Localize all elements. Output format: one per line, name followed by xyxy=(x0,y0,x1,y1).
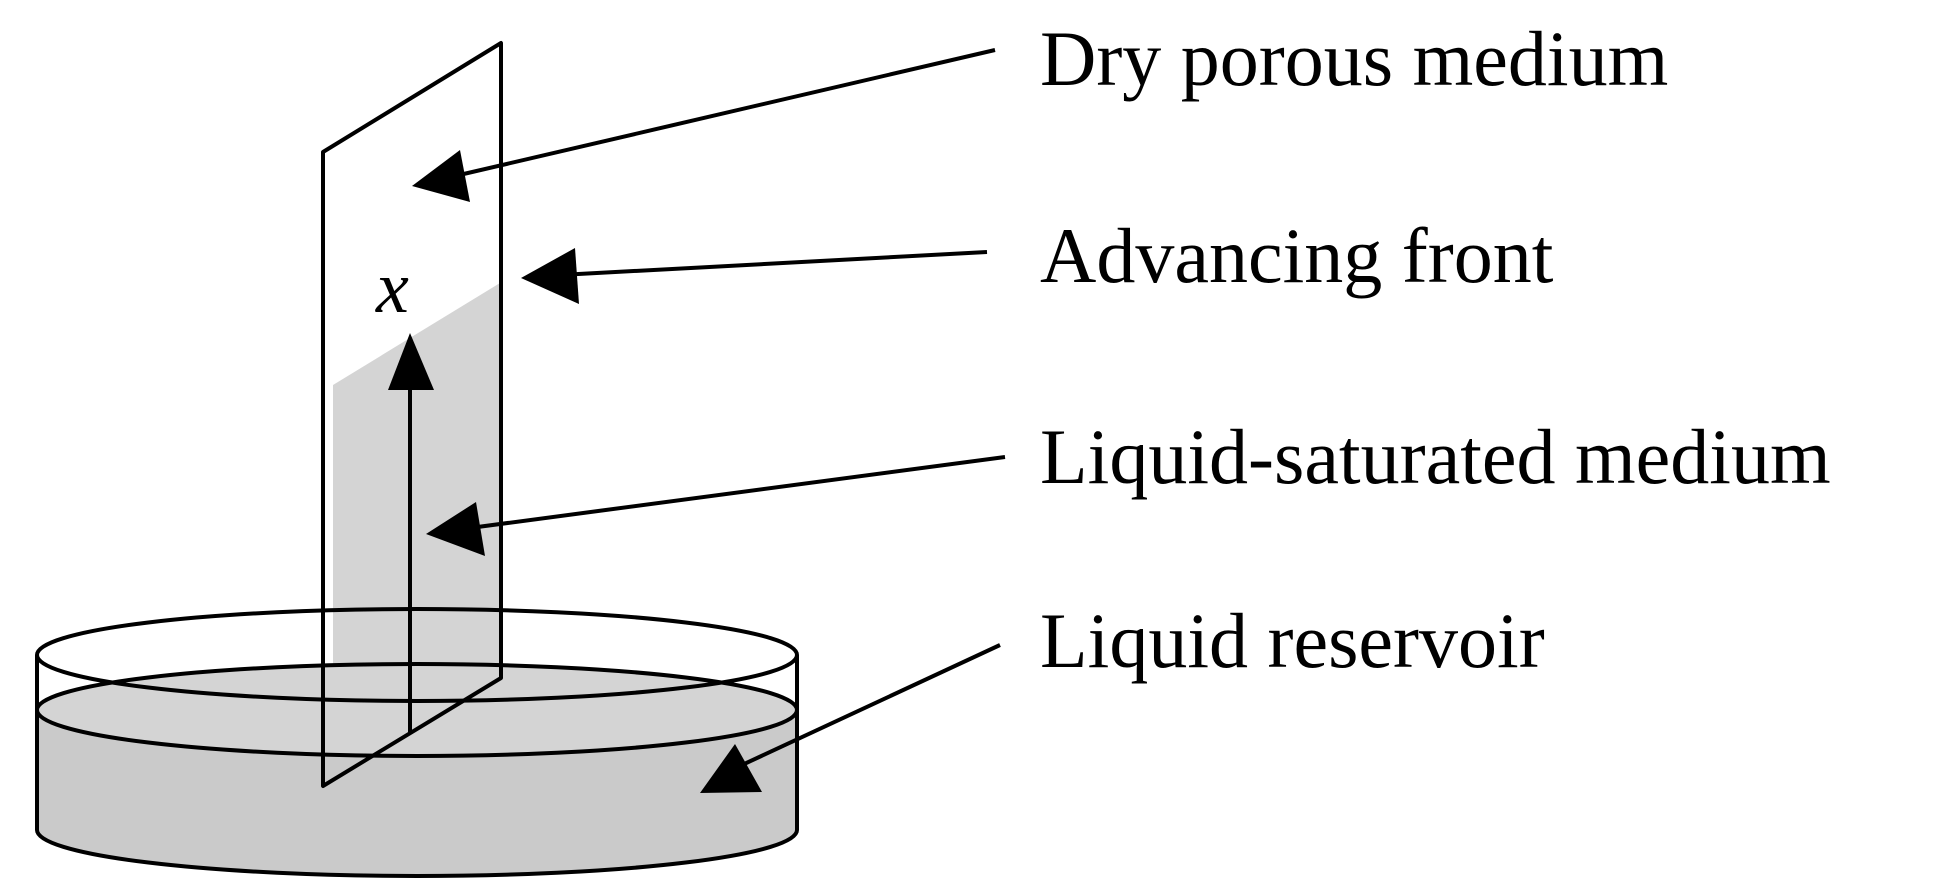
reservoir-liquid-line xyxy=(35,662,799,711)
porous-medium-sheet xyxy=(321,41,503,788)
label-dry-porous-medium: Dry porous medium xyxy=(1040,15,1668,102)
leader-dry xyxy=(454,48,996,178)
leader-reservoir xyxy=(741,643,1001,767)
label-liquid-saturated-medium: Liquid-saturated medium xyxy=(1040,413,1831,500)
axis-variable-x: x xyxy=(375,247,409,329)
leader-saturated xyxy=(469,455,1006,530)
leader-front-arrowhead xyxy=(521,248,579,304)
leader-front xyxy=(559,250,988,277)
label-advancing-front: Advancing front xyxy=(1040,212,1554,299)
leader-reservoir-arrowhead xyxy=(700,744,762,793)
height-arrow-head xyxy=(388,333,434,390)
reservoir-liquid-line-front xyxy=(35,709,799,758)
leader-saturated-arrowhead xyxy=(426,502,485,556)
saturated-region xyxy=(333,283,500,740)
reservoir-bottom xyxy=(35,829,799,878)
reservoir-liquid-surface xyxy=(37,664,797,756)
leader-dry-arrowhead xyxy=(412,150,470,202)
label-liquid-reservoir: Liquid reservoir xyxy=(1040,597,1545,684)
